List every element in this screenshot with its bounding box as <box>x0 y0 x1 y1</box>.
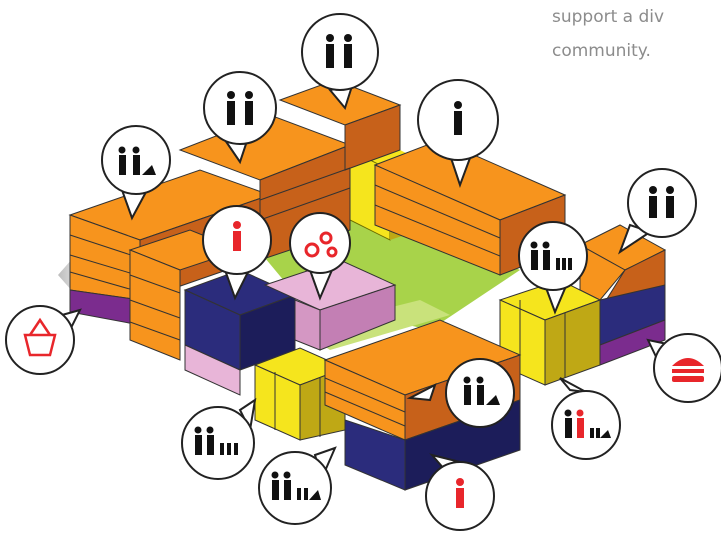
couple-with-walker-icon <box>463 376 500 405</box>
pink-building <box>263 259 397 351</box>
family-icon <box>194 426 238 455</box>
gears-icon <box>304 231 338 258</box>
bubble-family <box>518 221 588 315</box>
bubble-elderly-couple <box>101 125 171 221</box>
worker-icon <box>233 221 241 251</box>
caption-line-2: community. <box>552 41 651 61</box>
worker-icon <box>456 478 464 508</box>
couple-with-walker-icon <box>118 146 156 175</box>
family-icon <box>271 471 321 500</box>
bubble-couple-far-right <box>617 168 697 255</box>
bubble-family-elderly-bottom <box>258 446 337 525</box>
family-icon <box>564 409 611 438</box>
couple-icon <box>649 186 674 218</box>
bubble-family-bottom-left <box>181 397 257 480</box>
bubble-basket <box>5 305 82 375</box>
bubble-couple-top <box>301 13 379 111</box>
bubble-single-right <box>417 79 499 189</box>
bubble-burger <box>646 333 721 403</box>
bubble-gears <box>289 212 351 301</box>
shopping-basket-icon <box>23 317 57 357</box>
burger-icon <box>672 358 704 382</box>
orange-building-back-right <box>373 139 567 276</box>
bubble-couple-left <box>203 71 277 165</box>
couple-icon <box>227 91 253 125</box>
family-icon <box>530 241 572 270</box>
bubble-family-worker <box>551 377 621 460</box>
navy-building <box>183 269 297 396</box>
bubble-elderly-front <box>406 358 515 428</box>
couple-icon <box>326 34 352 68</box>
caption-text: support a div community. <box>552 0 721 68</box>
bubble-worker <box>202 205 272 301</box>
caption-line-1: support a div <box>552 7 665 27</box>
person-icon <box>454 101 462 135</box>
bubble-worker-bottom <box>425 453 495 531</box>
yellow-block-front <box>253 347 347 441</box>
